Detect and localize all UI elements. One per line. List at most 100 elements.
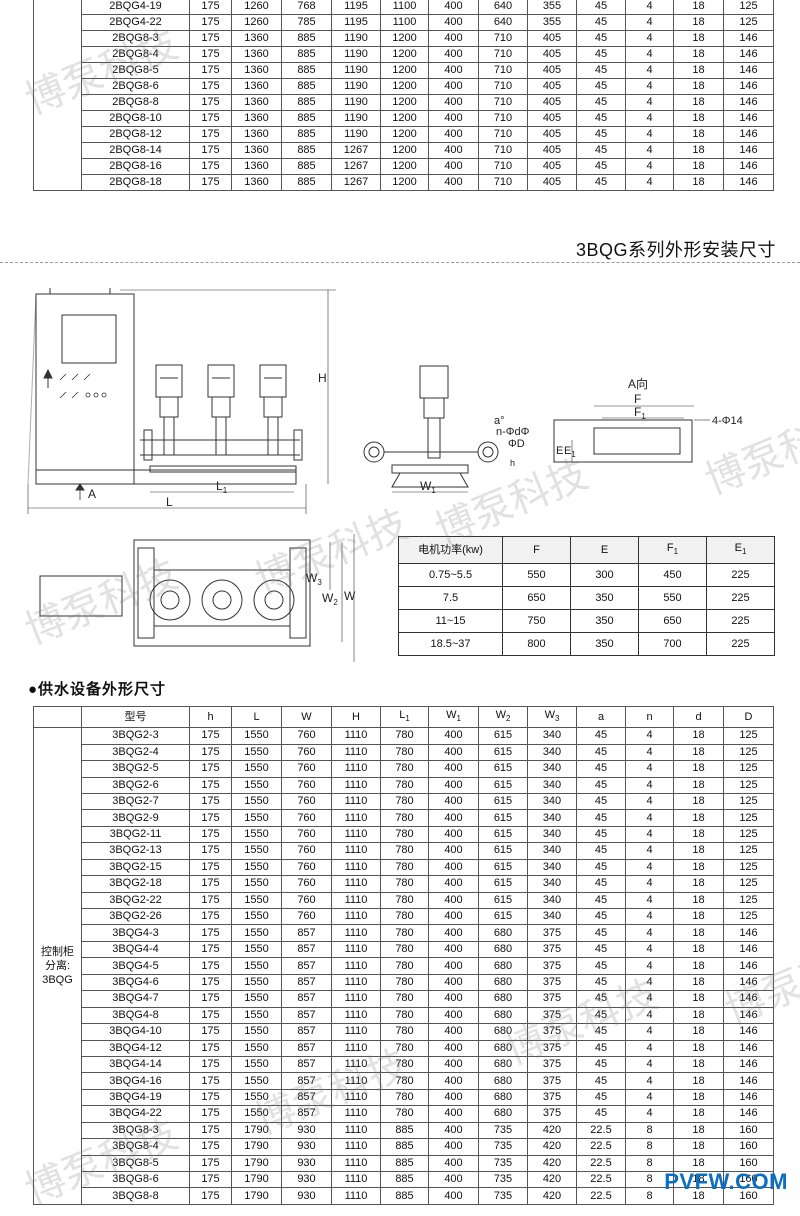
table-cell: 1110: [331, 957, 381, 975]
table-cell: 1360: [231, 158, 282, 175]
table-cell: 885: [380, 1138, 429, 1156]
table-cell: 18: [673, 924, 724, 942]
table-cell: 146: [723, 1072, 774, 1090]
table-cell: 550: [638, 586, 707, 611]
table-cell: 45: [576, 110, 626, 127]
table-cell: 18: [673, 1006, 724, 1025]
table-cell: 1195: [331, 0, 381, 15]
table-cell: 1110: [331, 760, 381, 778]
column-header: E1: [706, 535, 775, 565]
table-cell: 22.5: [576, 1154, 626, 1173]
table-cell: 175: [189, 825, 232, 844]
table-cell: 885: [281, 126, 332, 143]
table-cell: 225: [706, 632, 775, 657]
dim-label-E: E: [556, 445, 563, 457]
table-cell: 3BQG4-3: [81, 924, 190, 942]
table-cell: 4: [625, 1023, 674, 1041]
table-cell: 3BQG4-8: [81, 1006, 190, 1025]
table-cell: 400: [428, 1138, 479, 1156]
table-cell: 760: [281, 907, 332, 926]
table-cell: 400: [428, 46, 479, 63]
table-cell: 340: [527, 776, 577, 794]
table-cell: 18: [673, 62, 724, 79]
table-cell: 400: [428, 94, 479, 111]
table-cell: 1360: [231, 94, 282, 111]
table-cell: 4: [625, 727, 674, 745]
table-cell: 2BQG8-16: [81, 158, 190, 175]
table-cell: 3BQG2-5: [81, 760, 190, 778]
table-cell: 1110: [331, 940, 381, 959]
table-cell: 1110: [331, 924, 381, 942]
table-cell: 18: [673, 1088, 724, 1107]
table-cell: 780: [380, 1088, 429, 1107]
table-cell: 885: [281, 158, 332, 175]
table-cell: 146: [723, 46, 774, 63]
column-header: n: [625, 705, 674, 729]
table-cell: 735: [478, 1170, 528, 1189]
table-cell: 1790: [231, 1187, 282, 1205]
table-cell: 680: [478, 1088, 528, 1107]
table-cell: 400: [428, 1170, 479, 1189]
table-cell: 710: [478, 110, 528, 127]
table-cell: 1190: [331, 126, 381, 143]
table-cell: 680: [478, 924, 528, 942]
table-cell: 146: [723, 1039, 774, 1057]
table-cell: 146: [723, 62, 774, 79]
table-cell: 146: [723, 957, 774, 975]
table-cell: 18: [673, 1105, 724, 1123]
table-cell: 710: [478, 94, 528, 111]
table-cell: 375: [527, 940, 577, 959]
table-cell: 4: [625, 30, 674, 47]
table-cell: 405: [527, 142, 577, 159]
table-cell: 780: [380, 973, 429, 992]
table-cell: 780: [380, 891, 429, 910]
table-cell: 4: [625, 891, 674, 910]
side-label-line: 3BQG: [42, 974, 73, 987]
table-cell: 550: [502, 563, 571, 588]
table-cell: 1790: [231, 1154, 282, 1173]
dim-label-L1: L1: [216, 479, 228, 495]
table-cell: 1550: [231, 940, 282, 959]
table-cell: 615: [478, 875, 528, 893]
table-cell: 160: [723, 1138, 774, 1156]
table-cell: 400: [428, 1039, 479, 1057]
table-cell: 780: [380, 990, 429, 1008]
table-cell: 1260: [231, 0, 282, 15]
table-cell: 1190: [331, 94, 381, 111]
table-cell: 400: [428, 809, 479, 827]
table-cell: 1110: [331, 743, 381, 762]
table-cell: 400: [428, 957, 479, 975]
table-cell: 18: [673, 1121, 724, 1140]
table-cell: 45: [576, 46, 626, 63]
section-title: 3BQG系列外形安装尺寸: [575, 240, 776, 260]
table-cell: 45: [576, 940, 626, 959]
table-cell: 735: [478, 1121, 528, 1140]
table-cell: 4: [625, 158, 674, 175]
supply-equipment-heading: ●供水设备外形尺寸: [28, 681, 167, 698]
table-cell: 710: [478, 46, 528, 63]
table-cell: 3BQG2-11: [81, 825, 190, 844]
table-cell: 1200: [380, 110, 429, 127]
table-cell: 125: [723, 0, 774, 15]
table-cell: 146: [723, 990, 774, 1008]
table-cell: 420: [527, 1154, 577, 1173]
table-cell: 3BQG4-16: [81, 1072, 190, 1090]
table-cell: 640: [478, 0, 528, 15]
table-cell: 225: [706, 586, 775, 611]
table-cell: 405: [527, 78, 577, 95]
table-cell: 1190: [331, 62, 381, 79]
table-cell: 4: [625, 142, 674, 159]
